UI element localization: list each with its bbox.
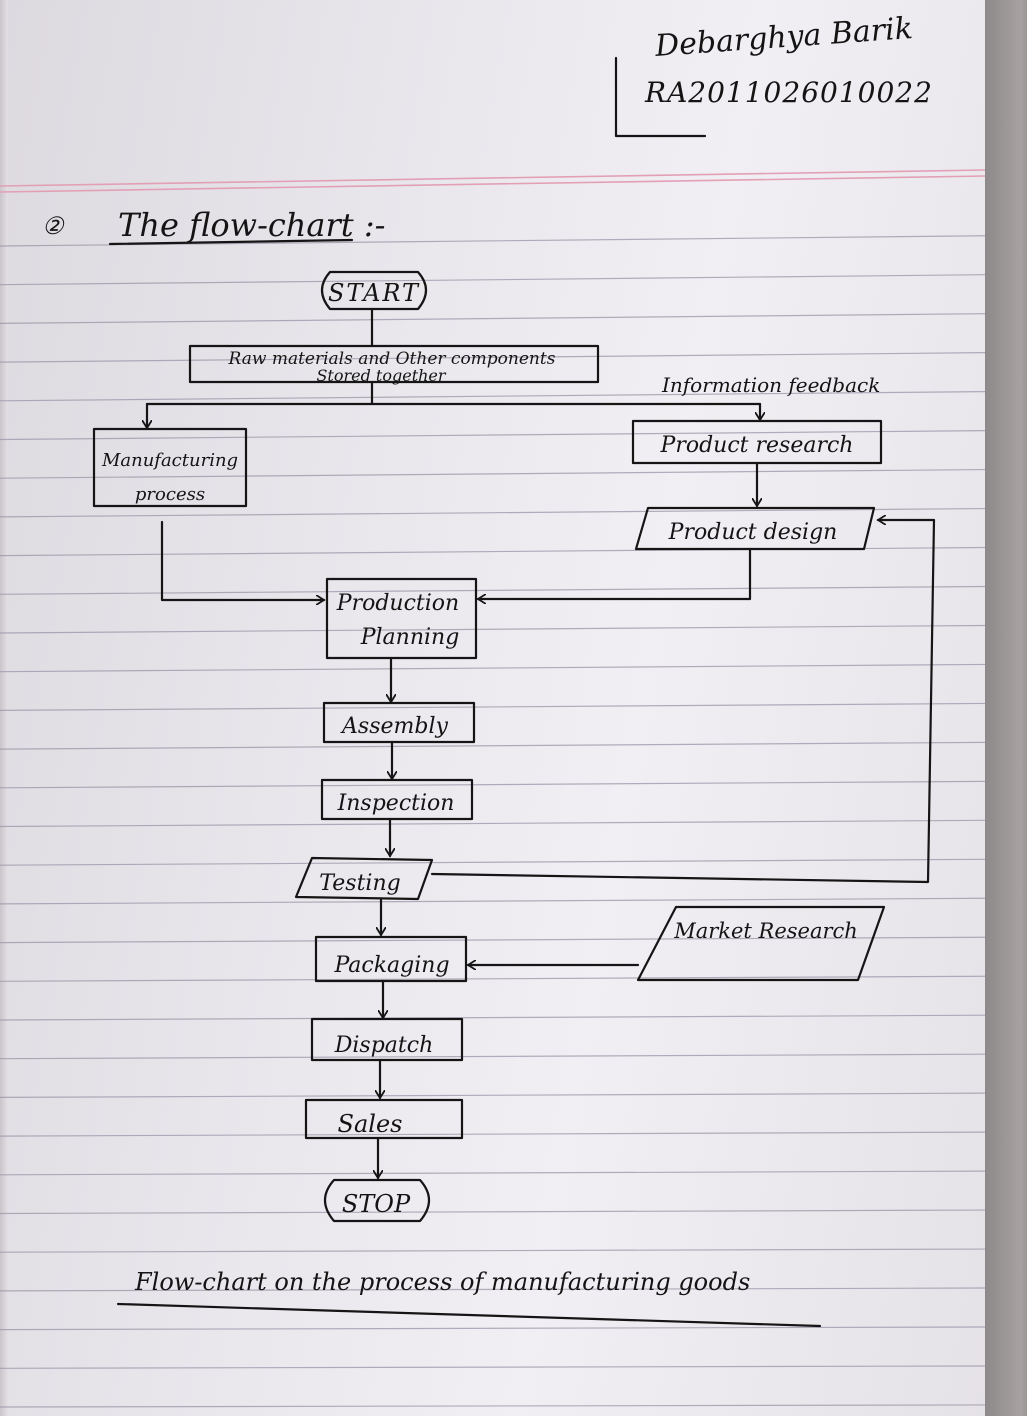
- production-line1: Production: [336, 591, 459, 616]
- product-research-label: Product research: [660, 433, 854, 458]
- sales-label: Sales: [338, 1110, 403, 1138]
- market-research-box: Market Research: [636, 905, 886, 982]
- ruled-line: [0, 274, 986, 286]
- diagram-caption: Flow-chart on the process of manufacturi…: [134, 1268, 750, 1296]
- arrow-design-to-planning: [478, 547, 752, 599]
- manufacturing-line2: process: [135, 484, 205, 505]
- raw-materials-line1: Raw materials and Other components: [228, 349, 556, 369]
- manufacturing-line1: Manufacturing: [101, 450, 238, 471]
- ruled-line: [0, 1326, 986, 1331]
- inspection-box: Inspection: [320, 778, 474, 821]
- ruled-line: [0, 1131, 986, 1137]
- ruled-line: [0, 585, 986, 595]
- question-number: ②: [42, 212, 65, 240]
- next-page-edge: [985, 0, 1027, 1416]
- margin-line: [0, 175, 986, 193]
- ruled-line: [0, 352, 986, 363]
- ruled-line: [0, 313, 986, 324]
- roll-number: RA2011026010022: [644, 76, 933, 109]
- ruled-line: [0, 1014, 986, 1021]
- start-terminal: START: [320, 270, 428, 311]
- testing-box: Testing: [294, 856, 434, 901]
- ruled-line: [0, 235, 986, 247]
- margin-line: [0, 169, 986, 187]
- market-research-label: Market Research: [673, 919, 858, 943]
- ruled-line: [0, 741, 986, 750]
- student-name: Debarghya Barik: [653, 11, 914, 64]
- header-bracket: [614, 56, 707, 138]
- ruled-line: [0, 1209, 986, 1215]
- assembly-box: Assembly: [322, 701, 476, 744]
- ruled-line: [0, 858, 986, 866]
- packaging-label: Packaging: [333, 953, 449, 978]
- ruled-line: [0, 663, 986, 673]
- stop-terminal: STOP: [323, 1178, 431, 1223]
- arrow-manufacturing-to-planning: [160, 520, 324, 600]
- product-design-label: Product design: [668, 520, 838, 545]
- stop-label: STOP: [342, 1190, 411, 1218]
- product-research-box: Product research: [631, 419, 883, 465]
- ruled-line: [0, 1092, 986, 1099]
- packaging-box: Packaging: [314, 935, 468, 983]
- ruled-line: [0, 1404, 986, 1408]
- page-edge: [0, 0, 8, 1416]
- ruled-line: [0, 936, 986, 944]
- sales-box: Sales: [304, 1098, 464, 1140]
- testing-label: Testing: [319, 871, 400, 896]
- ruled-line: [0, 468, 986, 479]
- ruled-line: [0, 430, 986, 441]
- manufacturing-process-box: Manufacturing process: [92, 427, 248, 508]
- ruled-line: [0, 702, 986, 712]
- feedback-loop-arrow: [430, 520, 936, 884]
- product-design-box: Product design: [634, 506, 876, 551]
- ruled-line: [0, 1170, 986, 1176]
- start-label: START: [328, 279, 420, 307]
- ruled-line: [0, 1365, 986, 1369]
- ruled-line: [0, 897, 986, 905]
- production-planning-box: Production Planning: [325, 577, 478, 660]
- caption-underline: [116, 1302, 822, 1328]
- inspection-label: Inspection: [337, 791, 455, 816]
- title-underline: [108, 238, 354, 246]
- ruled-line: [0, 507, 986, 518]
- information-feedback-label: Information feedback: [661, 373, 880, 397]
- ruled-line: [0, 819, 986, 828]
- ruled-line: [0, 1053, 986, 1060]
- raw-materials-box: Raw materials and Other components Store…: [188, 344, 600, 385]
- page-title: The flow-chart :-: [118, 206, 385, 244]
- assembly-label: Assembly: [340, 714, 448, 739]
- dispatch-label: Dispatch: [334, 1033, 434, 1058]
- ruled-line: [0, 780, 986, 789]
- production-line2: Planning: [360, 625, 460, 650]
- ruled-line: [0, 1287, 986, 1292]
- ruled-line: [0, 1248, 986, 1253]
- dispatch-box: Dispatch: [310, 1017, 464, 1062]
- ruled-line: [0, 975, 986, 982]
- raw-materials-line2: Stored together: [316, 366, 446, 385]
- ruled-line: [0, 624, 986, 634]
- ruled-line: [0, 391, 986, 402]
